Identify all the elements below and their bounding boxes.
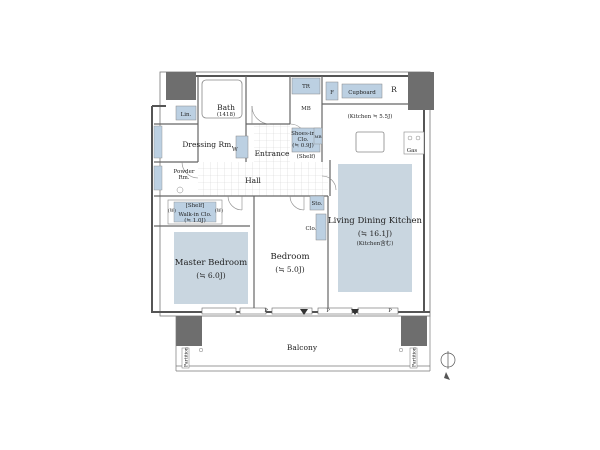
clo-label: Clo. xyxy=(306,226,317,232)
master-bedroom-area xyxy=(174,232,248,304)
f-small-label: F xyxy=(330,90,334,96)
partition-right xyxy=(409,347,418,369)
shoes-in-label: Shoes-in xyxy=(291,131,315,137)
ldk-size-label: (≒ 16.1J) xyxy=(358,229,392,238)
toilet-fixture xyxy=(291,77,321,95)
entrance-label: Entrance xyxy=(255,149,290,158)
north-arrow-icon xyxy=(440,351,456,380)
dressing-closet xyxy=(153,125,163,159)
partition-left xyxy=(181,347,190,369)
window-sashes xyxy=(201,307,399,315)
washer-label: W xyxy=(232,147,238,153)
partition-left-label: Partition xyxy=(184,347,190,367)
interior-walls xyxy=(154,76,408,312)
tr-label: TR xyxy=(302,84,311,90)
shoes-in-size-label: (≒ 0.9J) xyxy=(292,142,314,149)
hall-label: Hall xyxy=(245,176,261,185)
washer-space xyxy=(235,135,249,159)
bedroom-size-label: (≒ 5.0J) xyxy=(275,265,305,274)
partition-right-label: Partition xyxy=(412,347,418,367)
lin-label: Lin. xyxy=(181,112,192,118)
storage xyxy=(309,195,325,211)
door-swings xyxy=(181,105,337,211)
column-bottom-right xyxy=(401,316,427,346)
powder-vanity xyxy=(153,165,163,191)
bedroom-closet xyxy=(315,213,327,241)
p3-label: P xyxy=(388,308,392,314)
unit-outline xyxy=(159,71,431,317)
vent-marker-2 xyxy=(351,309,359,315)
bath-size-label: (1418) xyxy=(217,111,235,118)
shelf-small-label: (Shelf) xyxy=(297,153,316,160)
hall-floor xyxy=(198,162,328,196)
kitchen-label: (Kitchen ≒ 5.5J) xyxy=(348,113,393,120)
column-top-right xyxy=(408,72,434,110)
refrigerator-label: R xyxy=(391,85,397,94)
bathtub xyxy=(201,79,243,119)
bedroom-label: Bedroom xyxy=(270,252,309,262)
column-bottom-left xyxy=(176,316,202,346)
vent-marker-1 xyxy=(300,309,308,315)
dressing-room-label: Dressing Rm. xyxy=(182,140,233,149)
powder-room-label: Powder xyxy=(174,169,195,175)
linen-closet xyxy=(175,105,197,121)
gas-stove xyxy=(403,131,425,155)
cupboard-label: Cupboard xyxy=(348,90,376,96)
mb-small-label: MB xyxy=(314,134,321,139)
ldk-note-label: (Kitchen含む) xyxy=(357,239,394,247)
walk-in-size-label: (≒ 1.0J) xyxy=(184,217,206,224)
walk-in-label: Walk-in Clo. xyxy=(178,212,212,218)
ldk-label: Living Dining Kitchen xyxy=(328,216,423,226)
bath-label: Bath xyxy=(217,103,235,112)
cupboard xyxy=(341,83,383,99)
entrance-floor xyxy=(254,124,290,164)
mb-label: MB xyxy=(301,106,311,112)
master-bedroom-size-label: (≒ 6.0J) xyxy=(196,271,226,280)
balcony-outline xyxy=(175,316,431,372)
p1-label: P xyxy=(264,308,268,314)
powder-room-label-2: Rm. xyxy=(178,175,189,181)
balcony-label: Balcony xyxy=(287,343,318,352)
kitchen-cabinet-small xyxy=(325,81,339,101)
shoes-in-label-2: Clo. xyxy=(298,137,309,143)
gas-label: Gas xyxy=(407,148,418,154)
master-bedroom-label: Master Bedroom xyxy=(175,258,247,268)
shelf-label: [Shelf] xyxy=(186,203,205,209)
column-top-left xyxy=(166,72,196,100)
p2-label: P xyxy=(326,308,330,314)
w-left-label: (W) xyxy=(168,207,176,214)
ldk-area xyxy=(338,164,412,292)
sto-label: Sto. xyxy=(312,201,323,207)
w-right-label: (W) xyxy=(215,207,223,214)
mb-closet xyxy=(313,127,323,145)
kitchen-island xyxy=(355,131,385,153)
